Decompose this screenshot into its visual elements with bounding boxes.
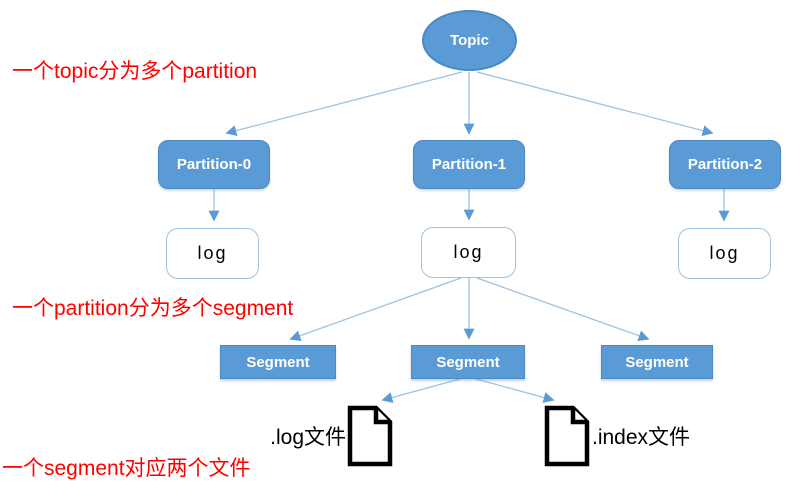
segment-label: Segment [246,353,310,371]
segment-label: Segment [625,353,689,371]
partition-label: Partition-0 [176,156,252,173]
log-node-1: log [421,227,516,278]
annotation-topic-partition: 一个topic分为多个partition [12,60,258,83]
partition-node-1: Partition-1 [413,140,525,189]
partition-node-0: Partition-0 [158,140,270,189]
log-node-2: log [678,228,771,279]
log-label: log [453,242,484,262]
partition-label: Partition-1 [431,156,507,173]
index-file-label: .index文件 [592,426,691,449]
segment-label: Segment [436,353,500,371]
partition-label: Partition-2 [687,156,763,173]
segment-node-1: Segment [411,345,525,379]
log-label: log [709,243,740,263]
log-label: log [197,243,228,263]
log-node-0: log [166,228,259,279]
topic-node: Topic [422,10,517,71]
segment-node-2: Segment [601,345,713,379]
document-icon [347,405,393,467]
annotation-partition-segment: 一个partition分为多个segment [12,297,294,320]
log-file-label: .log文件 [270,426,346,449]
segment-node-0: Segment [220,345,336,379]
partition-node-2: Partition-2 [669,140,781,189]
document-icon [544,405,590,467]
annotation-segment-files: 一个segment对应两个文件 [2,457,251,480]
topic-label: Topic [450,32,489,49]
